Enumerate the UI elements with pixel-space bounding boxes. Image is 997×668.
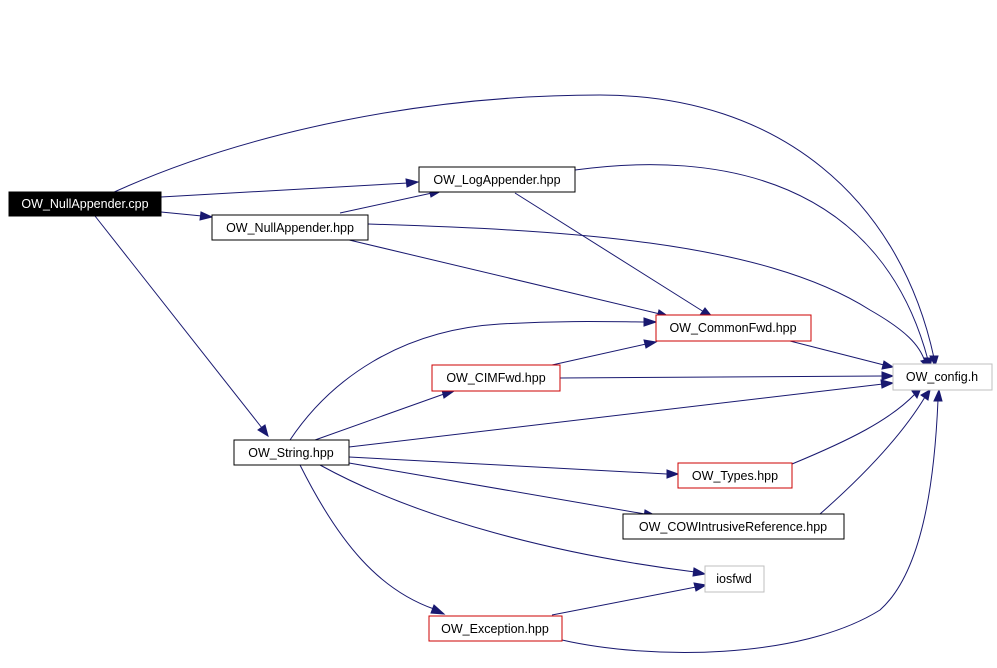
node-label: iosfwd bbox=[716, 572, 751, 586]
node-nullappender-cpp[interactable]: OW_NullAppender.cpp bbox=[8, 191, 162, 217]
node-label: OW_NullAppender.cpp bbox=[21, 197, 148, 211]
node-cowintrusivereference-hpp[interactable]: OW_COWIntrusiveReference.hpp bbox=[622, 513, 845, 540]
edge-types-hpp-to-config-h bbox=[791, 393, 916, 465]
node-iosfwd[interactable]: iosfwd bbox=[704, 565, 765, 593]
edge-cimfwd-hpp-to-config-h bbox=[559, 375, 884, 379]
edge-nullappender-hpp-to-config-h bbox=[367, 223, 926, 363]
arrowhead-icon bbox=[257, 424, 269, 438]
node-label: OW_Exception.hpp bbox=[441, 622, 549, 636]
node-label: OW_Types.hpp bbox=[692, 469, 778, 483]
arrowhead-icon bbox=[880, 379, 895, 389]
edge-cowintrusivereference-hpp-to-config-h bbox=[819, 396, 926, 515]
arrowhead-icon bbox=[643, 317, 658, 327]
edge-nullappender-cpp-to-string-hpp bbox=[94, 215, 263, 429]
node-label: OW_NullAppender.hpp bbox=[226, 221, 354, 235]
edge-exception-hpp-to-config-h bbox=[561, 399, 939, 653]
node-string-hpp[interactable]: OW_String.hpp bbox=[233, 439, 350, 466]
arrowhead-icon bbox=[643, 339, 658, 349]
arrowhead-icon bbox=[693, 582, 708, 592]
edge-logappender-hpp-to-config-h bbox=[574, 164, 929, 361]
node-types-hpp[interactable]: OW_Types.hpp bbox=[677, 462, 793, 489]
node-label: OW_config.h bbox=[906, 370, 978, 384]
edge-commonfwd-hpp-to-config-h bbox=[789, 340, 885, 366]
edge-string-hpp-to-cimfwd-hpp bbox=[314, 393, 445, 441]
node-commonfwd-hpp[interactable]: OW_CommonFwd.hpp bbox=[655, 314, 812, 342]
edge-string-hpp-to-iosfwd bbox=[319, 464, 696, 573]
node-cimfwd-hpp[interactable]: OW_CIMFwd.hpp bbox=[431, 364, 561, 392]
node-label: OW_CIMFwd.hpp bbox=[446, 371, 545, 385]
edge-nullappender-cpp-to-config-h bbox=[111, 94, 935, 359]
edge-cimfwd-hpp-to-commonfwd-hpp bbox=[551, 343, 647, 366]
node-config-h[interactable]: OW_config.h bbox=[892, 363, 993, 391]
arrowhead-icon bbox=[920, 389, 931, 401]
arrowhead-icon bbox=[881, 360, 895, 370]
edge-string-hpp-to-commonfwd-hpp bbox=[289, 321, 646, 441]
arrowhead-icon bbox=[692, 567, 707, 577]
node-nullappender-hpp[interactable]: OW_NullAppender.hpp bbox=[211, 214, 369, 241]
node-logappender-hpp[interactable]: OW_LogAppender.hpp bbox=[418, 166, 576, 193]
node-label: OW_LogAppender.hpp bbox=[433, 173, 560, 187]
node-exception-hpp[interactable]: OW_Exception.hpp bbox=[428, 615, 563, 642]
edges bbox=[94, 94, 943, 653]
edge-string-hpp-to-cowintrusivereference-hpp bbox=[348, 462, 646, 515]
edge-string-hpp-to-config-h bbox=[348, 383, 884, 448]
arrowhead-icon bbox=[199, 211, 214, 221]
edge-string-hpp-to-exception-hpp bbox=[299, 464, 435, 610]
edge-exception-hpp-to-iosfwd bbox=[551, 586, 697, 616]
node-label: OW_COWIntrusiveReference.hpp bbox=[639, 520, 827, 534]
edge-nullappender-cpp-to-logappender-hpp bbox=[160, 182, 409, 198]
node-label: OW_CommonFwd.hpp bbox=[669, 321, 796, 335]
node-label: OW_String.hpp bbox=[248, 446, 334, 460]
arrowhead-icon bbox=[666, 469, 680, 479]
edge-string-hpp-to-types-hpp bbox=[348, 456, 668, 475]
edge-logappender-hpp-to-commonfwd-hpp bbox=[514, 192, 705, 313]
nodes: OW_NullAppender.cpp OW_LogAppender.hpp O… bbox=[8, 166, 993, 642]
arrowhead-icon bbox=[430, 604, 446, 615]
arrowhead-icon bbox=[881, 371, 895, 381]
arrowhead-icon bbox=[405, 178, 420, 188]
edge-nullappender-hpp-to-logappender-hpp bbox=[339, 192, 433, 214]
edge-nullappender-cpp-to-nullappender-hpp bbox=[160, 211, 203, 217]
arrowhead-icon bbox=[933, 388, 943, 402]
edge-nullappender-hpp-to-commonfwd-hpp bbox=[344, 238, 661, 315]
